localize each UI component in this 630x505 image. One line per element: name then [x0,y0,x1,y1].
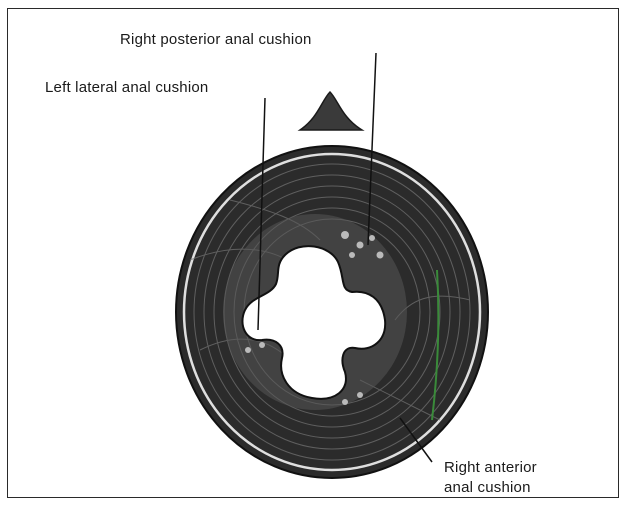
label-right-anterior-line1: Right anterior [444,458,537,478]
label-left-lateral-anal-cushion: Left lateral anal cushion [45,79,208,97]
top-stalk [300,92,362,130]
label-right-posterior-anal-cushion: Right posterior anal cushion [120,31,312,49]
label-right-anterior-anal-cushion: Right anterior anal cushion [444,458,537,498]
label-right-anterior-line2: anal cushion [444,478,537,498]
